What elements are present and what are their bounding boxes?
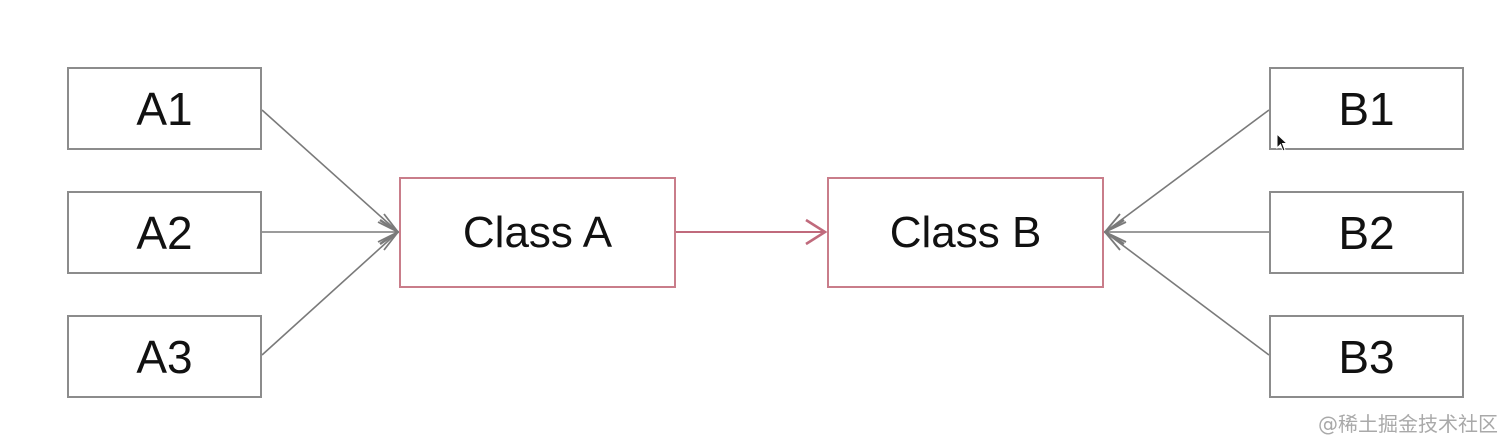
node-class-b-label: Class B [889, 207, 1042, 257]
node-b1-label: B1 [1338, 82, 1395, 135]
edge-a3-classa [261, 231, 399, 356]
mouse-pointer-icon [1276, 133, 1288, 152]
watermark-text: @稀土掘金技术社区 [1318, 412, 1498, 436]
arrowhead-classb-top [1104, 213, 1127, 233]
edge-b3-classb [1104, 231, 1270, 356]
node-a3: A3 [67, 315, 262, 398]
node-b2-label: B2 [1338, 206, 1395, 259]
node-a1: A1 [67, 67, 262, 150]
node-b1: B1 [1269, 67, 1464, 150]
edge-b1-classb [1104, 109, 1270, 233]
arrowhead-classa-bottom [377, 231, 399, 251]
node-b3: B3 [1269, 315, 1464, 398]
node-class-b: Class B [827, 177, 1104, 288]
node-a1-label: A1 [136, 82, 193, 135]
arrowhead-classb-bottom [1104, 231, 1127, 251]
edge-a1-classa [261, 109, 399, 233]
node-b3-label: B3 [1338, 330, 1395, 383]
arrowhead-classb-from-classa [805, 218, 828, 246]
node-a3-label: A3 [136, 330, 193, 383]
node-class-a-label: Class A [462, 207, 613, 257]
node-a2: A2 [67, 191, 262, 274]
node-a2-label: A2 [136, 206, 193, 259]
node-b2: B2 [1269, 191, 1464, 274]
node-class-a: Class A [399, 177, 676, 288]
